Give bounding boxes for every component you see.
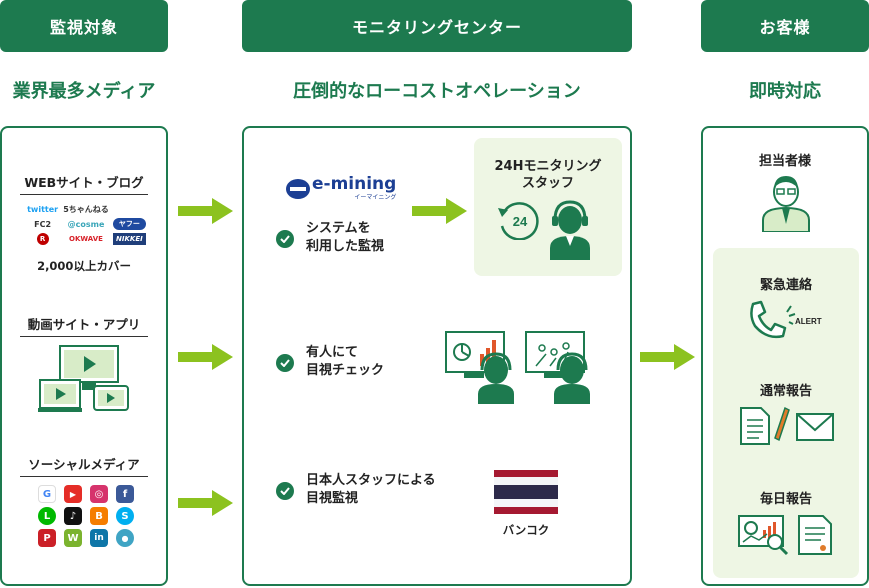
header-monitor-target: 監視対象 xyxy=(0,0,168,52)
item-system-monitoring: システムを 利用した監視 xyxy=(306,221,385,254)
periscope-icon: ● xyxy=(116,529,134,547)
line-icon: L xyxy=(38,507,56,525)
youtube-icon: ▶ xyxy=(64,485,82,503)
arrow-right-icon xyxy=(178,344,233,370)
report-analysis-icon xyxy=(738,515,832,556)
blogger-icon: B xyxy=(90,507,108,525)
e-mining-brand: e-mining イーマイニング xyxy=(312,174,397,202)
staff-box-title: 24Hモニタリング スタッフ xyxy=(494,159,602,191)
cosme-logo: @cosme xyxy=(67,219,105,229)
thailand-flag-icon xyxy=(494,470,558,514)
instagram-icon: ◎ xyxy=(90,485,108,503)
subtitle-right: 即時対応 xyxy=(749,81,821,102)
web-logo-grid: twitter 5ちゃんねる FC2 @cosme ヤフー R OKWAVE N… xyxy=(26,203,146,245)
tiktok-icon: ♪ xyxy=(64,507,82,525)
web-blog-title: WEBサイト・ブログ xyxy=(20,172,148,195)
logo-spacer xyxy=(113,203,146,215)
video-app-title: 動画サイト・アプリ xyxy=(20,314,148,337)
panel-customer: 担当者様 緊急連絡 ALERT 通常報告 毎日報告 xyxy=(701,126,869,586)
coverage-text: 2,000以上カバー xyxy=(37,259,131,273)
arrow-right-icon xyxy=(178,490,233,516)
check-icon xyxy=(276,230,294,248)
twitter-logo: twitter xyxy=(27,204,59,214)
social-media-title: ソーシャルメディア xyxy=(20,454,148,477)
subtitle-middle: 圧倒的なローコストオペレーション xyxy=(293,81,581,102)
header-monitor-target-label: 監視対象 xyxy=(49,18,118,37)
24h-clock-icon: 24 xyxy=(498,202,539,240)
header-customer: お客様 xyxy=(701,0,869,52)
header-monitoring-center: モニタリングセンター xyxy=(242,0,632,52)
panel-monitor-target: WEBサイト・ブログ twitter 5ちゃんねる FC2 @cosme ヤフー… xyxy=(0,126,168,586)
2ch-logo: 5ちゃんねる xyxy=(63,204,109,214)
pinterest-icon: P xyxy=(38,529,56,547)
social-icon-grid: G ▶ ◎ f L ♪ B S P W in ● xyxy=(38,485,134,547)
fc2-logo: FC2 xyxy=(34,219,52,229)
alert-badge: ALERT xyxy=(795,317,822,326)
staff-box: 24Hモニタリング スタッフ 24 xyxy=(474,138,622,276)
e-mining-brand-name: e-mining xyxy=(312,174,397,194)
24h-clock-label: 24 xyxy=(513,214,528,229)
header-customer-label: お客様 xyxy=(759,18,811,37)
headset-operator-icon xyxy=(550,200,590,260)
rakuten-logo: R xyxy=(26,233,59,245)
nikkei-logo: NIKKEI xyxy=(112,233,146,245)
google-icon: G xyxy=(38,485,56,503)
skype-icon: S xyxy=(116,507,134,525)
facebook-icon: f xyxy=(116,485,134,503)
e-mining-logo: e-mining イーマイニング xyxy=(286,176,396,201)
yahoo-logo: ヤフー xyxy=(112,218,146,230)
panel-monitoring-center: e-mining イーマイニング システムを 利用した監視 有人にて 目視チェッ… xyxy=(242,126,632,586)
businessman-icon xyxy=(762,176,810,232)
subtitle-left: 業界最多メディア xyxy=(12,81,156,102)
arrow-right-icon xyxy=(640,344,695,370)
arrow-right-icon xyxy=(412,198,467,224)
check-icon xyxy=(276,354,294,372)
regular-report-label: 通常報告 xyxy=(759,384,812,399)
okwave-logo: OKWAVE xyxy=(69,235,103,243)
phone-alert-icon: ALERT xyxy=(750,300,822,339)
check-icon xyxy=(276,482,294,500)
person-in-charge-label: 担当者様 xyxy=(758,154,811,169)
daily-report-label: 毎日報告 xyxy=(759,492,812,507)
location-label: バンコク xyxy=(502,523,550,537)
item-manual-check: 有人にて 目視チェック xyxy=(306,345,385,378)
e-logo-icon xyxy=(286,178,310,199)
monitoring-operators-icon xyxy=(445,331,590,404)
rakuten-logo-text: R xyxy=(36,233,49,245)
urgent-contact-label: 緊急連絡 xyxy=(759,278,812,293)
linkedin-icon: in xyxy=(90,529,108,547)
document-mail-icon xyxy=(740,406,834,445)
item-japanese-staff: 日本人スタッフによる 目視監視 xyxy=(306,473,436,506)
header-monitoring-center-label: モニタリングセンター xyxy=(351,18,522,37)
arrow-right-icon xyxy=(178,198,233,224)
contact-methods-box: 緊急連絡 ALERT 通常報告 毎日報告 xyxy=(713,248,859,578)
video-devices-icon xyxy=(38,345,129,412)
e-mining-brand-kana: イーマイニング xyxy=(354,194,397,201)
wechat-icon: W xyxy=(64,529,82,547)
